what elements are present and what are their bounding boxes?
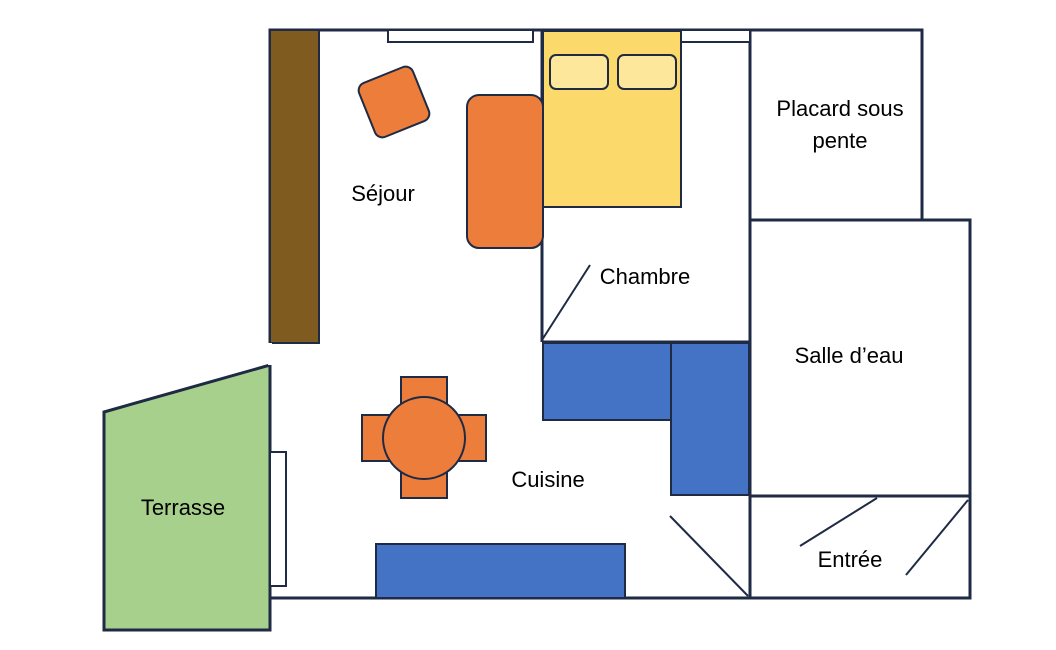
- entree-door-left: [799, 497, 878, 547]
- dining-table: [382, 396, 466, 480]
- sofa: [466, 94, 544, 249]
- label-sejour: Séjour: [351, 181, 415, 206]
- label-chambre: Chambre: [600, 264, 690, 289]
- label-placard-line2: pente: [812, 128, 867, 153]
- kitchen-cabinet-horizontal: [542, 342, 672, 421]
- window-left: [269, 451, 287, 587]
- kitchen-counter-bottom: [375, 543, 626, 599]
- label-entree: Entrée: [818, 547, 883, 572]
- pillow-right: [617, 54, 677, 90]
- placard-room: [748, 28, 924, 222]
- chambre-door: [541, 264, 591, 341]
- label-terrasse: Terrasse: [141, 495, 225, 520]
- pillow-left: [549, 54, 609, 90]
- entree-room: [748, 494, 972, 600]
- label-cuisine: Cuisine: [511, 467, 584, 492]
- storage-unit: [269, 29, 320, 344]
- window-top-left: [387, 29, 534, 43]
- entree-door-right: [905, 499, 969, 576]
- cuisine-door: [669, 515, 749, 597]
- kitchen-cabinet-vertical: [670, 342, 750, 496]
- terrace-area: [102, 363, 272, 632]
- label-salle-eau: Salle d’eau: [795, 343, 904, 368]
- armchair: [357, 65, 431, 139]
- label-placard-line1: Placard sous: [776, 96, 903, 121]
